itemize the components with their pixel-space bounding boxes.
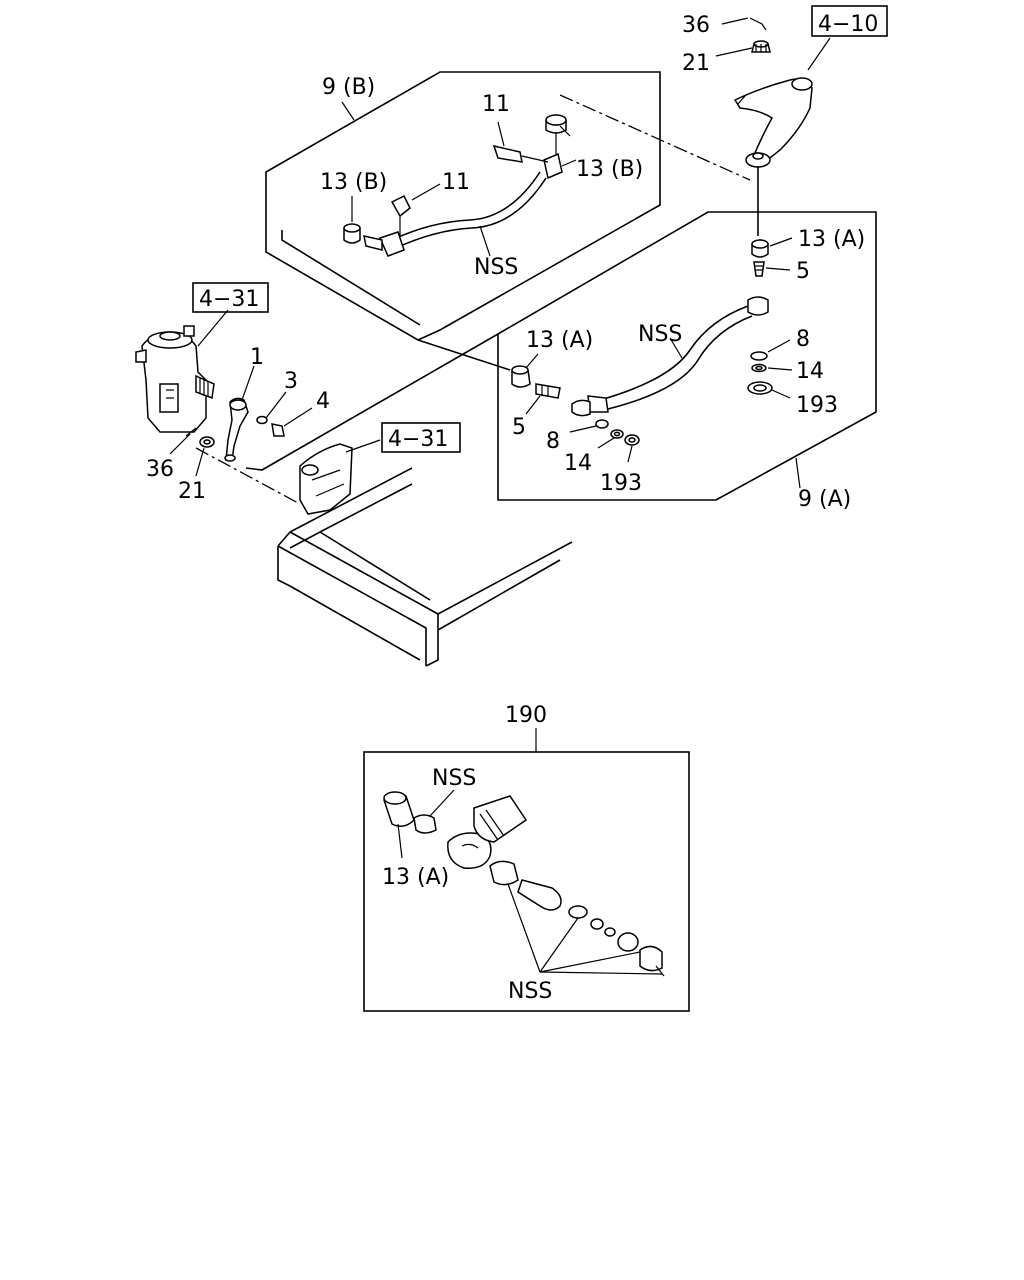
grease-nipple-11-a	[492, 144, 549, 163]
detail-dust-boot	[383, 791, 415, 827]
label-13a-right: 13 (A)	[798, 227, 865, 252]
ref-4-31-mid: 4−31	[388, 427, 448, 452]
ref-box-4-31-mid	[381, 422, 461, 453]
frame-bracket	[299, 443, 353, 515]
grease-nipple-11-b	[390, 194, 411, 236]
label-5-left: 5	[512, 415, 526, 440]
detail-washer-b	[604, 927, 616, 937]
label-21-left: 21	[178, 479, 206, 504]
chassis-frame	[277, 467, 573, 667]
detail-disc	[617, 932, 639, 952]
outline-9b	[265, 71, 661, 341]
ref-4-10: 4−10	[818, 12, 878, 37]
leader-lines	[169, 17, 831, 975]
label-193-left: 193	[600, 471, 642, 496]
label-8-left: 8	[546, 429, 560, 454]
dust-boot-13b-left	[343, 223, 361, 244]
label-nss-detail-top: NSS	[432, 766, 476, 791]
label-14-left: 14	[564, 451, 592, 476]
label-13b-left: 13 (B)	[320, 170, 387, 195]
ball-stud-5-left	[535, 383, 561, 399]
detail-plug	[639, 945, 665, 977]
label-14-right: 14	[796, 359, 824, 384]
label-5-right: 5	[796, 259, 810, 284]
label-13a-detail: 13 (A)	[382, 865, 449, 890]
label-190: 190	[505, 703, 547, 728]
label-13a-left: 13 (A)	[526, 328, 593, 353]
nut-193-left	[624, 434, 640, 446]
label-9a: 9 (A)	[798, 487, 851, 512]
label-1: 1	[250, 345, 264, 370]
label-nss-a: NSS	[638, 322, 682, 347]
nut-21-left	[199, 436, 215, 448]
cotter-pin-36-top	[749, 17, 767, 31]
nut-21-top	[751, 40, 771, 53]
detail-socket	[447, 832, 492, 869]
cotter-pin-36-left	[185, 427, 197, 437]
detail-ball-stud	[517, 879, 562, 911]
label-8-right: 8	[796, 327, 810, 352]
detail-ring	[413, 814, 437, 834]
nut-193-right	[747, 381, 773, 395]
pitman-arm-upper	[733, 77, 813, 168]
washer-8-left	[595, 419, 609, 429]
detail-seal	[568, 905, 588, 919]
detail-spring	[489, 860, 519, 886]
nut-4	[271, 423, 285, 437]
dust-boot-13a-right	[751, 239, 769, 258]
steering-gear-box	[135, 325, 215, 433]
dust-boot-13a-left	[511, 365, 531, 388]
detail-box-190	[363, 751, 690, 1012]
tie-rod-9b	[363, 114, 567, 257]
detail-washer-a	[590, 918, 604, 930]
label-11-a: 11	[482, 92, 510, 117]
label-11-b: 11	[442, 170, 470, 195]
label-nss-detail-bottom: NSS	[508, 979, 552, 1004]
seal-14-right	[751, 363, 767, 373]
label-36-left: 36	[146, 457, 174, 482]
outline-9a	[497, 211, 877, 501]
seal-14-left	[610, 429, 624, 439]
pitman-arm-1	[224, 397, 249, 462]
label-13b-right: 13 (B)	[576, 157, 643, 182]
label-21-top: 21	[682, 51, 710, 76]
label-36-top: 36	[682, 13, 710, 38]
ref-box-4-10	[811, 5, 888, 37]
detail-tube	[473, 795, 528, 843]
washer-8-right	[750, 351, 768, 361]
ref-box-4-31-top	[192, 282, 269, 313]
label-9b: 9 (B)	[322, 75, 375, 100]
label-193-right: 193	[796, 393, 838, 418]
label-3: 3	[284, 369, 298, 394]
ref-4-31-top: 4−31	[199, 287, 259, 312]
label-4: 4	[316, 389, 330, 414]
ball-stud-5-right	[753, 261, 765, 277]
tie-rod-9a	[571, 296, 769, 417]
washer-3	[256, 415, 268, 425]
label-nss-b: NSS	[474, 255, 518, 280]
